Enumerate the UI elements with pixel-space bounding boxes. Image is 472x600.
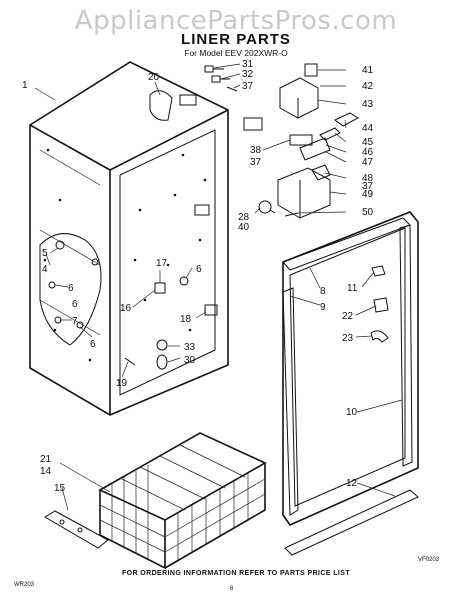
callout-37-c: 37 [362, 181, 374, 192]
ordering-note: FOR ORDERING INFORMATION REFER TO PARTS … [121, 570, 351, 577]
callout-6-b: 6 [72, 299, 78, 310]
liner-cabinet [29, 61, 229, 416]
callout-10: 10 [346, 407, 358, 418]
callout-14: 14 [40, 466, 52, 477]
document-code: WR203 [14, 582, 35, 588]
leader-lines [34, 63, 403, 511]
callout-6-c: 6 [90, 339, 96, 350]
page-title: LINER PARTS [181, 31, 291, 48]
callout-12: 12 [346, 478, 358, 489]
callout-23: 23 [342, 333, 354, 344]
callout-11: 11 [347, 283, 358, 294]
callout-6-d: 6 [196, 264, 202, 275]
callout-6-a: 6 [68, 283, 74, 294]
callout-48: 48 [362, 173, 374, 184]
callout-20: 20 [148, 72, 160, 83]
callout-4: 4 [42, 264, 48, 275]
page-number: 8 [230, 586, 234, 592]
callout-46: 46 [362, 147, 374, 158]
callout-31: 31 [242, 59, 254, 70]
watermark: AppliancePartsPros.com [74, 6, 398, 36]
callout-42: 42 [362, 81, 374, 92]
callout-9: 9 [320, 302, 326, 313]
callout-44: 44 [362, 123, 374, 134]
callout-30: 30 [184, 355, 196, 366]
callout-47: 47 [362, 157, 374, 168]
callout-41: 41 [362, 65, 374, 76]
wire-basket [44, 432, 267, 570]
door-liner [282, 211, 419, 556]
callout-16: 16 [120, 303, 132, 314]
callout-19: 19 [116, 378, 128, 389]
callout-45: 45 [362, 137, 374, 148]
callout-7: 7 [72, 316, 78, 327]
callout-18: 18 [180, 314, 192, 325]
callout-50: 50 [362, 207, 374, 218]
callout-37: 37 [242, 81, 254, 92]
callout-17: 17 [156, 258, 168, 269]
callout-38: 38 [250, 145, 262, 156]
callout-40: 40 [238, 222, 250, 233]
model-subtitle: For Model EEV 202XWR-O [184, 48, 288, 58]
callout-49: 49 [362, 189, 374, 200]
hardware-cluster [204, 63, 359, 219]
callout-37-b: 37 [250, 157, 262, 168]
callout-33: 33 [184, 342, 196, 353]
callout-15: 15 [54, 483, 66, 494]
callout-21: 21 [40, 454, 52, 465]
callout-43: 43 [362, 99, 374, 110]
callout-8: 8 [320, 286, 326, 297]
callout-labels: 1 20 31 32 37 41 42 43 44 45 46 47 38 37… [22, 59, 374, 494]
callout-5: 5 [42, 248, 48, 259]
figure-code: VF0203 [418, 557, 440, 563]
callout-1: 1 [22, 80, 28, 91]
callout-28: 28 [238, 212, 250, 223]
callout-32: 32 [242, 69, 254, 80]
callout-22: 22 [342, 311, 354, 322]
